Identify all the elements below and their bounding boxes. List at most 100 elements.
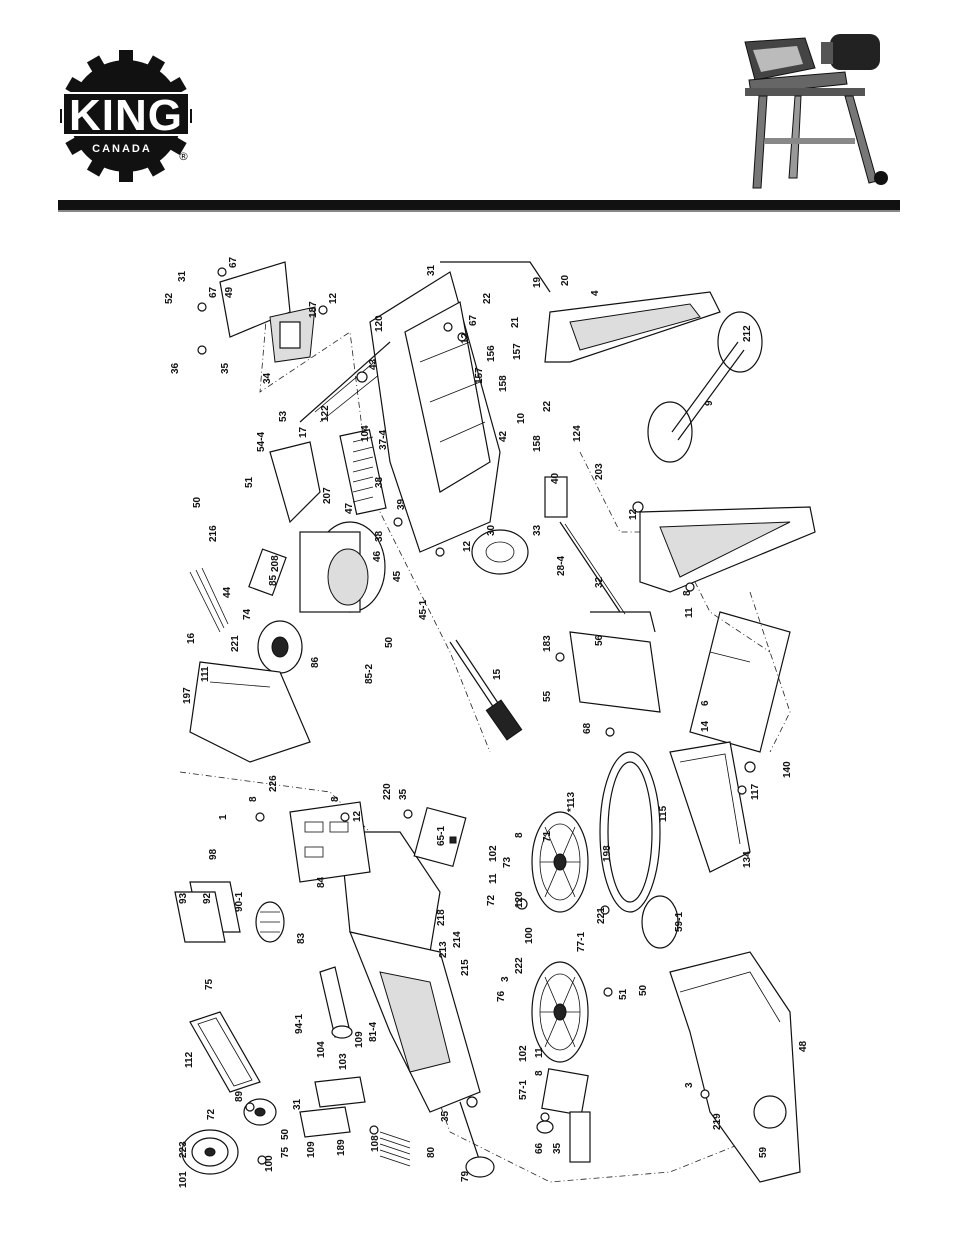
part-label: 38: [374, 530, 385, 542]
part-label: 98: [208, 848, 219, 860]
part-label: 81-4: [368, 1022, 379, 1042]
part-label: 54-4: [256, 432, 267, 452]
part-label: 103: [338, 1053, 349, 1070]
part-label: 39: [396, 498, 407, 510]
part-label: 52: [164, 292, 175, 304]
part-label: 51: [244, 476, 255, 488]
part-label: 221: [596, 907, 607, 924]
header-divider: [58, 200, 900, 212]
part-label: 197: [182, 687, 193, 704]
part-label: 76: [496, 990, 507, 1002]
part-label: 134: [742, 851, 753, 868]
part-label: 115: [658, 805, 669, 822]
part-label: 14: [700, 720, 711, 732]
part-label: 207: [322, 487, 333, 504]
part-label: 6: [700, 700, 711, 706]
part-number-labels: 31 67 52 67 49 187 12 36 35 34 120 43 53…: [164, 256, 809, 1188]
part-label: 80: [426, 1146, 437, 1158]
part-label: 53: [278, 410, 289, 422]
part-label: 140: [782, 761, 793, 778]
part-label: 112: [184, 1051, 195, 1068]
part-label: 8: [534, 1070, 545, 1076]
part-label: 40: [550, 472, 561, 484]
part-label: 38: [374, 476, 385, 488]
part-label: 72: [486, 894, 497, 906]
part-label: 12: [628, 508, 639, 520]
part-label: 93: [178, 892, 189, 904]
part-label: 35: [220, 362, 231, 374]
part-label: 100: [264, 1155, 275, 1172]
part-label: 44: [222, 586, 233, 598]
part-label: 213: [438, 941, 449, 958]
part-label: 16: [186, 632, 197, 644]
part-label: 10: [516, 412, 527, 424]
part-label: 226: [268, 775, 279, 792]
bandsaw-product-image: [735, 28, 900, 194]
part-label: 28-4: [556, 556, 567, 576]
part-label: 222: [514, 957, 525, 974]
part-label: 72: [206, 1108, 217, 1120]
part-label: 50: [384, 636, 395, 648]
part-label: 42: [498, 430, 509, 442]
part-label: 57-1: [518, 1080, 529, 1100]
part-label: 34: [262, 372, 273, 384]
part-label: 45: [392, 570, 403, 582]
part-label: 36: [170, 362, 181, 374]
part-label: 85-2: [364, 664, 375, 684]
part-label: 218: [436, 909, 447, 926]
part-label: 90-1: [234, 892, 245, 912]
part-label: 157: [512, 343, 523, 360]
part-label: 220: [382, 783, 393, 800]
part-label: 157: [474, 367, 485, 384]
part-label: 49: [224, 286, 235, 298]
diagram-drawing: [174, 261, 816, 1183]
part-label: 215: [460, 959, 471, 976]
part-label: 12: [328, 292, 339, 304]
part-label: 50: [280, 1128, 291, 1140]
part-label: 22: [542, 400, 553, 412]
part-label: 75: [204, 978, 215, 990]
part-label: 43: [368, 358, 379, 370]
part-label: 158: [498, 375, 509, 392]
part-label: 120: [374, 315, 385, 332]
part-label: 22: [482, 292, 493, 304]
part-label: 8: [514, 832, 525, 838]
part-label: 109: [354, 1031, 365, 1048]
part-label: 48: [798, 1040, 809, 1052]
part-label: 79: [460, 1170, 471, 1182]
part-label: 8: [330, 796, 341, 802]
logo-word: KING: [69, 91, 183, 140]
part-label: 203: [594, 463, 605, 480]
part-label: 100: [524, 927, 535, 944]
part-label: 83: [296, 932, 307, 944]
part-label: 66: [534, 1142, 545, 1154]
part-label: 208: [270, 555, 281, 572]
part-label: 19: [532, 276, 543, 288]
part-label: 20: [560, 274, 571, 286]
part-label: 71: [542, 830, 553, 842]
part-label: 67: [468, 314, 479, 326]
part-label: 198: [602, 845, 613, 862]
part-label: 50: [638, 984, 649, 996]
part-label: 32: [594, 576, 605, 588]
part-label: 3: [500, 976, 511, 982]
part-label: 189: [336, 1139, 347, 1156]
part-label: 65-1: [436, 826, 447, 846]
part-label: 77-1: [576, 932, 587, 952]
part-label: 111: [200, 666, 211, 682]
part-label: 156: [486, 345, 497, 362]
part-label: 101: [178, 1171, 189, 1188]
part-label: 9: [704, 400, 715, 406]
part-label: 17: [298, 426, 309, 438]
part-label: 68: [582, 722, 593, 734]
part-label: 45-1: [418, 600, 429, 620]
part-label: 11: [534, 1047, 545, 1058]
part-label: 37-4: [378, 430, 389, 450]
part-label: 67: [208, 286, 219, 298]
part-label: 11: [684, 607, 695, 618]
part-label: 12: [462, 540, 473, 552]
part-label: 122: [320, 405, 331, 422]
part-label: 59-1: [674, 912, 685, 932]
part-label: 3: [684, 1082, 695, 1088]
part-label: 1: [218, 814, 229, 820]
